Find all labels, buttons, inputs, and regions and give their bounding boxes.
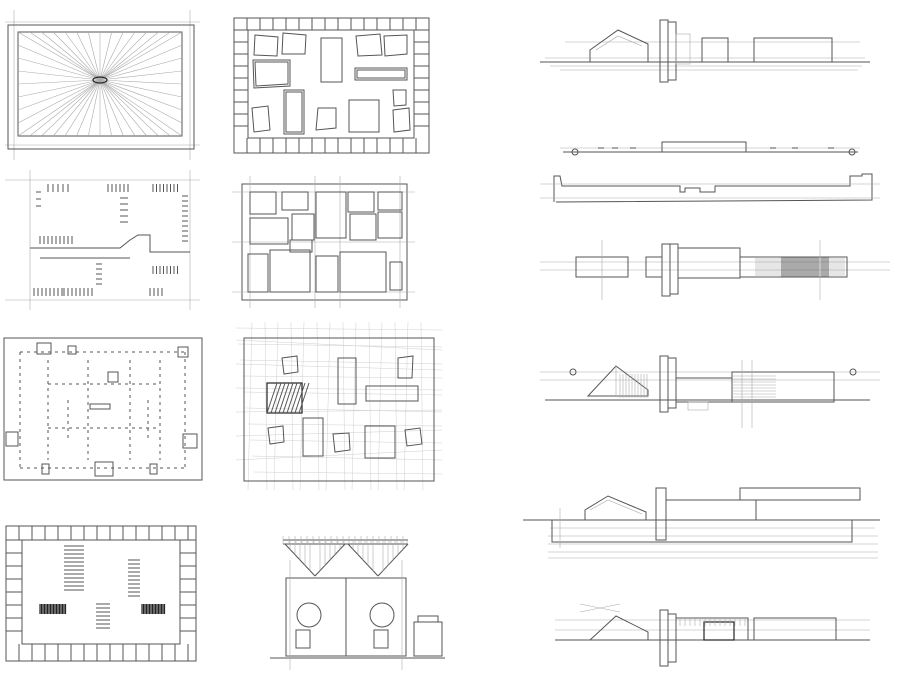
elevation-6 [523,487,880,559]
elevation-1 [540,19,870,83]
section-roof-trusses [270,536,445,670]
elevation-5 [540,355,880,428]
plan-radial-lines [5,10,200,160]
plan-blocks-grid [232,176,415,308]
plan-border-hatch [5,525,197,662]
elevation-3 [540,173,880,203]
plan-dashed-columns [3,337,203,481]
elevation-7 [555,603,870,667]
plan-blocks-border [233,17,430,154]
elevation-4 [540,240,890,300]
plan-scattered-blocks [235,321,443,491]
elevation-2 [560,141,860,156]
plan-stairs-tick [5,170,200,310]
